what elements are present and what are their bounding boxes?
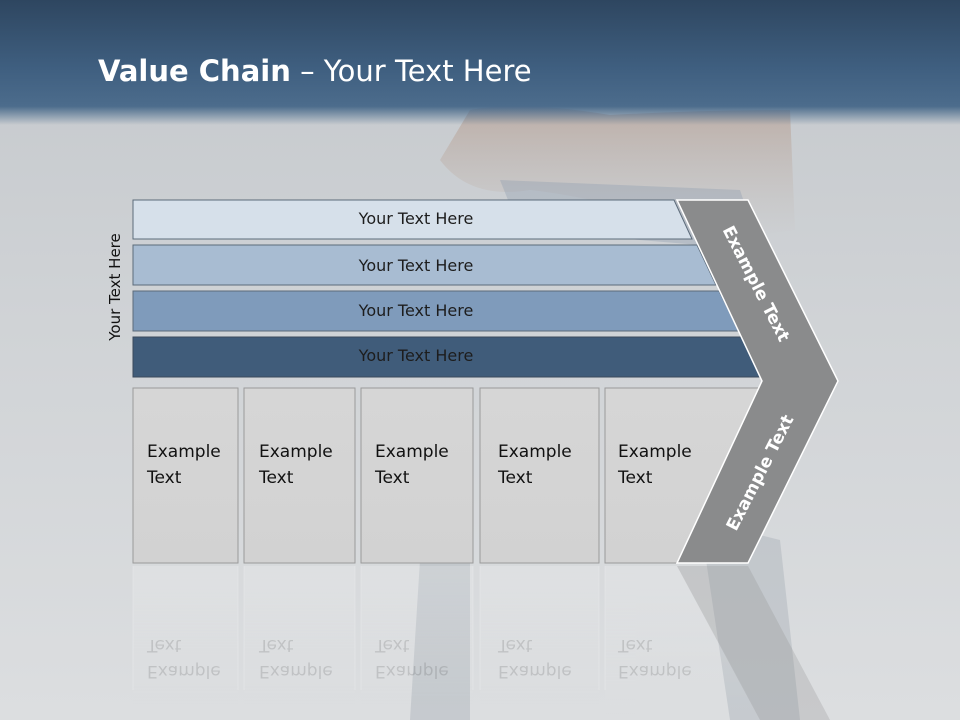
band-2-label: Your Text Here xyxy=(358,256,474,275)
band-1 xyxy=(132,199,693,240)
band-4-label: Your Text Here xyxy=(358,346,474,365)
box-2 xyxy=(243,387,356,564)
header-bar xyxy=(0,0,960,125)
chevron-reflection xyxy=(677,566,830,720)
side-label: Your Text Here xyxy=(106,233,124,341)
band-3-label: Your Text Here xyxy=(358,301,474,320)
band-1-label: Your Text Here xyxy=(358,209,474,228)
chevron-arrow xyxy=(675,199,839,564)
reflection xyxy=(132,566,761,720)
box-4 xyxy=(479,387,600,564)
band-2 xyxy=(132,244,717,286)
box-1 xyxy=(132,387,239,564)
page-title: Value Chain – Your Text Here xyxy=(98,54,532,88)
box-3 xyxy=(360,387,474,564)
